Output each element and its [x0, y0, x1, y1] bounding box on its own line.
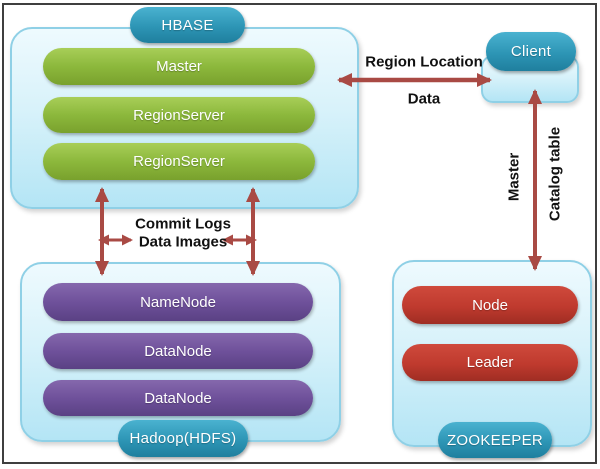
hdfs-title-pill: Hadoop(HDFS): [118, 420, 248, 457]
hbase-node-regionserver-2: RegionServer: [43, 143, 315, 180]
zookeeper-node: Node: [402, 286, 578, 324]
region-location-label: Region Location: [365, 53, 483, 71]
client-title-pill: Client: [486, 32, 576, 71]
hbase-node-regionserver-1: RegionServer: [43, 97, 315, 133]
master-vertical-label: Master: [505, 152, 523, 202]
catalog-table-vertical-label: Catalog table: [546, 126, 564, 222]
data-images-label: Data Images: [138, 233, 228, 251]
hbase-node-master: Master: [43, 48, 315, 85]
hdfs-node-datanode-2: DataNode: [43, 380, 313, 416]
data-label: Data: [407, 90, 441, 108]
commit-logs-label: Commit Logs: [135, 215, 231, 233]
zookeeper-leader: Leader: [402, 344, 578, 381]
hbase-title-pill: HBASE: [130, 7, 245, 43]
hdfs-node-datanode-1: DataNode: [43, 333, 313, 369]
zookeeper-title-pill: ZOOKEEPER: [438, 422, 552, 458]
hdfs-node-namenode: NameNode: [43, 283, 313, 321]
